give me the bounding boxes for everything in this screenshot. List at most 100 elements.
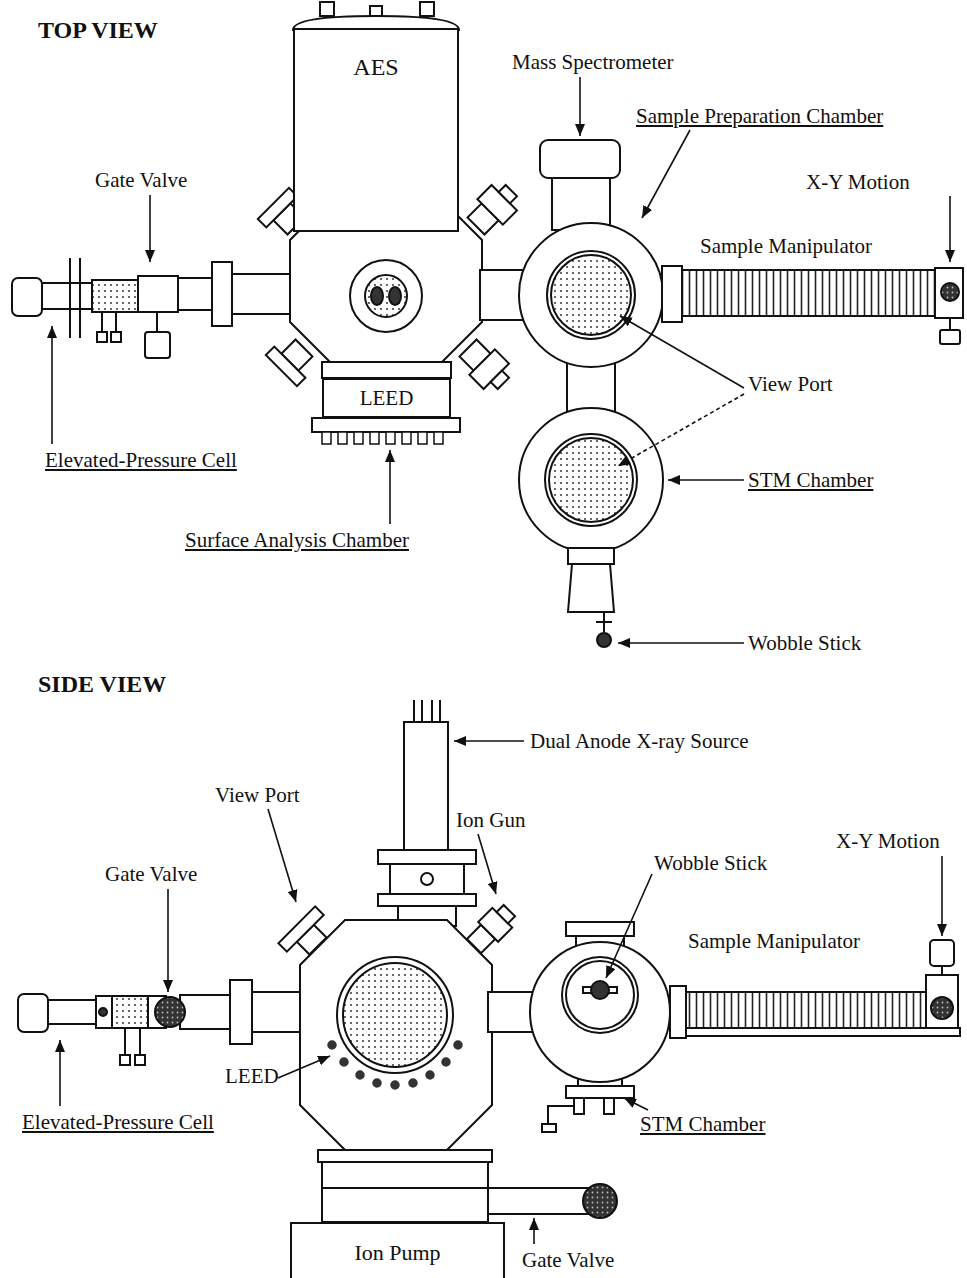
top-view-drawing (115, 312, 117, 332)
top-view-drawing (941, 283, 959, 301)
top-view-drawing (552, 176, 610, 230)
side-view-drawing (155, 997, 185, 1027)
top-view-drawing (940, 330, 960, 344)
top-view-drawing (935, 268, 963, 318)
side-view-drawing (574, 1098, 584, 1114)
part-label: Elevated-Pressure Cell (45, 448, 237, 472)
part-label: LEED (225, 1064, 279, 1088)
top-view-drawing (549, 438, 633, 522)
top-view-drawing (551, 255, 631, 335)
node-text-group: LEED (360, 386, 414, 410)
side-view-drawing (408, 1078, 419, 1089)
side-view-drawing (931, 997, 953, 1019)
leader-arrow (167, 889, 169, 992)
top-view-drawing (540, 140, 620, 178)
side-view-drawing (413, 700, 415, 722)
side-view-drawing (230, 980, 252, 1044)
leader-arrow (579, 77, 581, 136)
part-label: Wobble Stick (654, 851, 767, 875)
side-view-drawing (404, 722, 448, 850)
part-label: Gate Valve (522, 1248, 614, 1272)
part-label: Wobble Stick (748, 631, 861, 655)
side-view-drawing (48, 1000, 96, 1024)
side-view-drawing (548, 1106, 574, 1124)
side-view-drawing (252, 992, 304, 1032)
top-view-drawing (42, 283, 92, 309)
side-view-drawing (390, 864, 464, 894)
side-view-drawing (941, 966, 943, 975)
side-view-drawing (18, 700, 960, 1222)
top-view-drawing (662, 266, 682, 322)
side-view-drawing (926, 975, 958, 1028)
top-view-drawing (354, 432, 363, 444)
side-view-drawing (686, 992, 926, 1028)
side-view-drawing (583, 1184, 617, 1218)
node-text-group: Ion Pump (354, 1240, 440, 1265)
part-label: STM Chamber (640, 1112, 765, 1136)
node-text-group: AES (353, 54, 398, 82)
part-label: Gate Valve (105, 862, 197, 886)
top-view-drawing (92, 280, 138, 312)
top-view-drawing (365, 275, 407, 317)
part-label: STM Chamber (748, 468, 873, 492)
top-view-drawing (519, 223, 663, 367)
top-view-drawing (477, 185, 517, 225)
top-view-drawing (111, 332, 121, 342)
side-view-drawing (322, 1187, 488, 1189)
leader-arrow (618, 394, 744, 466)
top-view-drawing (568, 564, 614, 612)
part-label: Ion Gun (456, 808, 525, 832)
side-view-drawing (488, 1188, 588, 1214)
top-view-drawing (371, 287, 383, 305)
side-view-drawing (530, 942, 670, 1082)
top-view-drawing (389, 287, 401, 305)
leed-optics-box: LEED (322, 378, 451, 418)
side-view-drawing (566, 1086, 634, 1098)
top-view-drawing (97, 332, 107, 342)
view-heading: TOP VIEW (38, 16, 158, 44)
top-view-drawing (79, 258, 81, 338)
side-view-drawing (327, 1040, 338, 1051)
leader-arrow (642, 130, 690, 218)
leader-arrow (454, 740, 524, 742)
side-view-drawing (542, 1124, 556, 1132)
side-view-drawing (18, 994, 48, 1032)
part-label: Sample Preparation Chamber (636, 104, 883, 128)
top-view-drawing (69, 258, 71, 338)
leader-arrow (389, 450, 391, 524)
leader-arrow (668, 479, 744, 481)
side-view-drawing (378, 850, 476, 864)
top-view-drawing (322, 362, 451, 378)
side-view-drawing (930, 940, 954, 966)
part-label: Gate Valve (95, 168, 187, 192)
side-view-drawing (99, 1008, 107, 1016)
leader-arrow (949, 196, 951, 262)
top-view-drawing (519, 408, 663, 552)
side-view-drawing (343, 963, 447, 1067)
side-view-drawing (421, 873, 433, 885)
side-view-drawing (120, 1055, 130, 1065)
part-label: Sample Manipulator (688, 929, 860, 953)
part-label: Mass Spectrometer (512, 50, 674, 74)
top-view-drawing (232, 274, 290, 314)
top-view-drawing (491, 371, 509, 389)
side-view-drawing (497, 905, 515, 923)
part-label: Sample Manipulator (700, 234, 872, 258)
top-view-drawing (258, 188, 298, 228)
top-view-drawing (312, 418, 460, 432)
top-view-drawing (420, 2, 434, 16)
top-view-drawing (434, 432, 443, 444)
side-view-drawing (439, 700, 441, 722)
part-name: LEED (360, 386, 414, 410)
side-view-drawing (372, 1078, 383, 1089)
side-view-drawing (431, 700, 433, 722)
side-view-drawing (566, 961, 634, 1029)
leader-arrow (618, 642, 744, 644)
top-view-drawing (322, 432, 331, 444)
view-heading: SIDE VIEW (38, 670, 166, 698)
top-view-drawing (567, 360, 615, 414)
top-view-drawing (322, 432, 443, 444)
leader-arrow (606, 874, 652, 978)
top-view-drawing (418, 432, 427, 444)
